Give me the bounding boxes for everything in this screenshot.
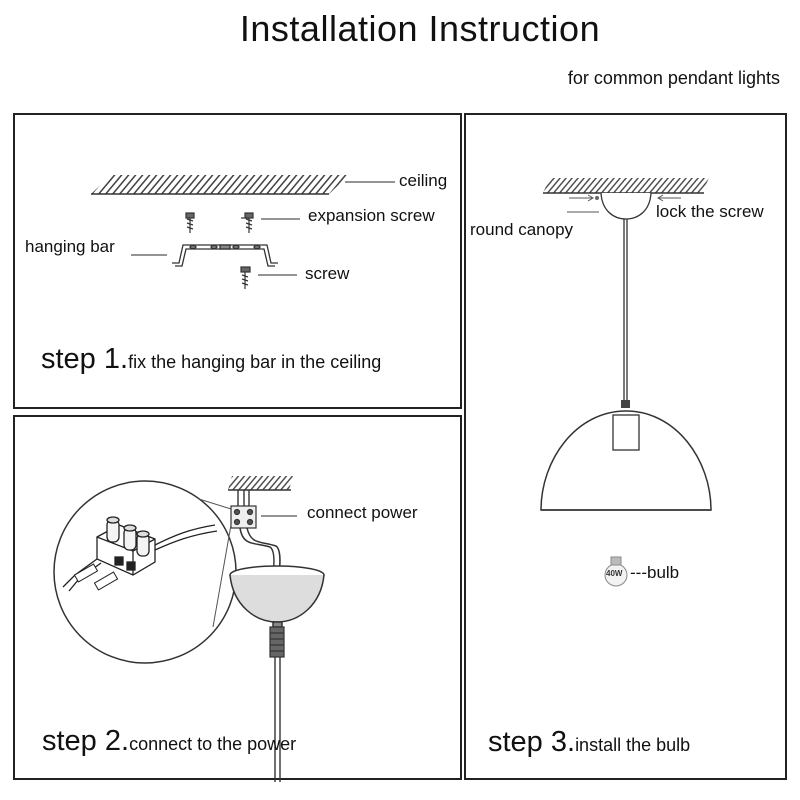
step1-panel: ceiling expansion screw hanging bar scre… — [13, 113, 462, 409]
canopy-arrows — [569, 194, 681, 202]
step3-text: install the bulb — [575, 735, 691, 755]
round-canopy-icon — [600, 192, 652, 220]
lock-the-screw-label: lock the screw — [656, 202, 764, 221]
cord-lock-icon — [269, 626, 285, 658]
cord-grip-icon — [621, 400, 630, 408]
hanging-bar-label: hanging bar — [25, 237, 115, 256]
connect-power-label: connect power — [307, 503, 418, 522]
page-subtitle: for common pendant lights — [567, 68, 780, 88]
hanging-bar-icon — [172, 244, 278, 267]
canopy-screw-icon — [595, 196, 599, 200]
dome-shade-icon — [540, 410, 712, 511]
step1-illustration — [91, 175, 395, 289]
step3-number: step 3. — [488, 726, 576, 758]
screw-label: screw — [305, 264, 350, 283]
step2-caption: step 2.connect to the power — [42, 725, 296, 758]
ceiling-hatch — [228, 476, 293, 491]
ceiling-wires — [237, 490, 250, 507]
connector-block-icon — [230, 505, 257, 529]
wire-labels — [73, 563, 119, 591]
step3-panel: lock the screw round canopy 40W ---bulb … — [464, 113, 787, 780]
page-title: Installation Instruction — [239, 8, 601, 49]
step1-caption: step 1.fix the hanging bar in the ceilin… — [41, 343, 381, 376]
step2-number: step 2. — [42, 725, 130, 757]
expansion-screw-icon — [185, 212, 254, 233]
step1-text: fix the hanging bar in the ceiling — [128, 352, 382, 372]
expansion-screw-label: expansion screw — [308, 206, 435, 225]
step3-illustration — [540, 178, 712, 587]
screw-icon — [240, 266, 251, 289]
pendant-cable — [274, 657, 281, 782]
bulb-wattage-label: 40W — [606, 569, 623, 578]
step2-illustration — [53, 476, 325, 782]
socket-icon — [612, 414, 640, 451]
bulb-label: ---bulb — [630, 563, 680, 582]
step2-text: connect to the power — [129, 734, 297, 754]
magnifier-line-bottom — [212, 524, 232, 628]
ceiling-label: ceiling — [399, 171, 448, 190]
step3-caption: step 3.install the bulb — [488, 726, 690, 759]
round-canopy-label: round canopy — [470, 220, 574, 239]
step1-number: step 1. — [41, 343, 129, 375]
terminal-block-icon — [96, 516, 156, 576]
step2-panel: connect power step 2.connect to the powe… — [13, 415, 462, 782]
ceiling-hatch — [91, 175, 349, 195]
ceiling-hatch — [543, 178, 709, 194]
magnifier-line-top — [198, 498, 232, 510]
bulb-icon — [604, 556, 628, 587]
canopy-icon — [229, 565, 325, 628]
